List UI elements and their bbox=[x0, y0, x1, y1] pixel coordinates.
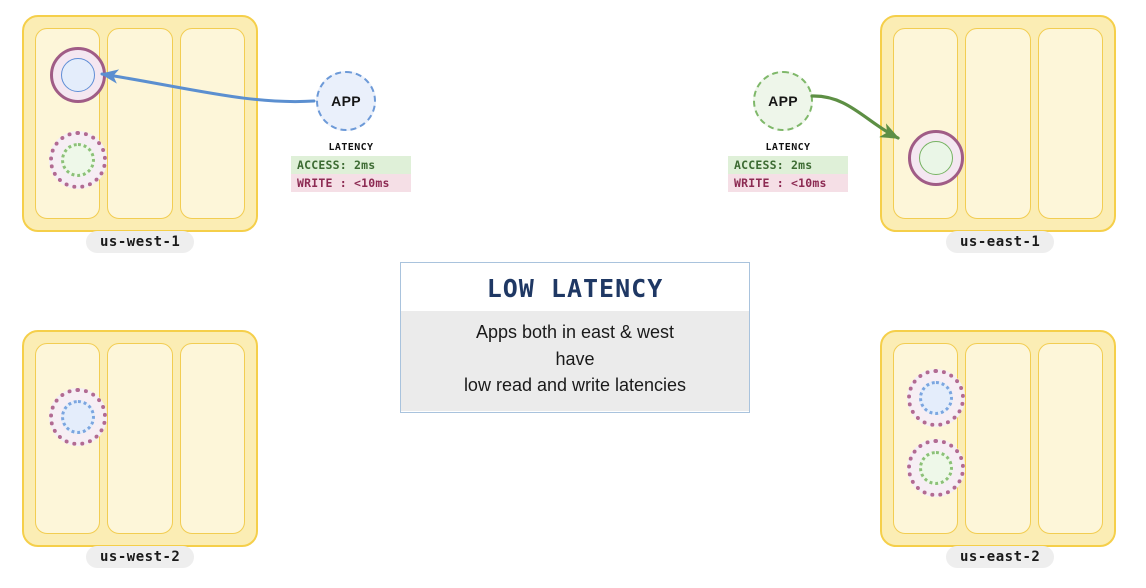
app-node-east[interactable]: APP bbox=[753, 71, 813, 131]
availability-zone-3[interactable] bbox=[179, 28, 245, 219]
replica-inner-green bbox=[919, 451, 953, 485]
app-node-west-label: APP bbox=[331, 93, 361, 109]
replica-inner-green bbox=[919, 141, 953, 175]
replica-inner-blue bbox=[61, 400, 95, 434]
availability-zone-1[interactable] bbox=[893, 28, 964, 219]
replica-secondary-1-us-east-2[interactable] bbox=[907, 369, 965, 427]
availability-zone-1[interactable] bbox=[35, 343, 107, 534]
callout-line-1: Apps both in east & west bbox=[475, 322, 675, 342]
callout-body: Apps both in east & west have low read a… bbox=[401, 311, 749, 411]
app-node-west[interactable]: APP bbox=[316, 71, 376, 131]
availability-zone-3[interactable] bbox=[1037, 28, 1103, 219]
latency-write-east: WRITE : <10ms bbox=[728, 174, 848, 192]
region-us-west-2[interactable] bbox=[22, 330, 258, 547]
replica-inner-green bbox=[61, 143, 95, 177]
callout-heading: LOW LATENCY bbox=[401, 263, 749, 311]
replica-primary-us-west-1[interactable] bbox=[50, 47, 106, 103]
region-label-us-east-2: us-east-2 bbox=[946, 546, 1055, 568]
latency-access-east: ACCESS: 2ms bbox=[728, 156, 848, 174]
replica-primary-us-east-1[interactable] bbox=[908, 130, 964, 186]
region-us-west-1[interactable] bbox=[22, 15, 258, 232]
latency-access-west: ACCESS: 2ms bbox=[291, 156, 411, 174]
region-us-east-2[interactable] bbox=[880, 330, 1116, 547]
availability-zone-2[interactable] bbox=[965, 343, 1031, 534]
callout-line-2: have bbox=[555, 348, 595, 369]
region-us-east-1[interactable] bbox=[880, 15, 1116, 232]
replica-secondary-us-west-1[interactable] bbox=[49, 131, 107, 189]
availability-zone-2[interactable] bbox=[107, 28, 173, 219]
latency-block-west: LATENCY ACCESS: 2ms WRITE : <10ms bbox=[291, 142, 411, 192]
app-node-east-label: APP bbox=[768, 93, 798, 109]
low-latency-callout: LOW LATENCY Apps both in east & west hav… bbox=[400, 262, 750, 413]
availability-zone-1[interactable] bbox=[893, 343, 965, 534]
availability-zone-1[interactable] bbox=[35, 28, 107, 219]
latency-title-east: LATENCY bbox=[765, 142, 811, 153]
availability-zone-3[interactable] bbox=[179, 343, 245, 534]
availability-zone-3[interactable] bbox=[1037, 343, 1103, 534]
replica-inner-blue bbox=[61, 58, 95, 92]
callout-line-3: low read and write latencies bbox=[463, 375, 687, 396]
region-label-us-east-1: us-east-1 bbox=[946, 231, 1055, 253]
replica-secondary-2-us-east-2[interactable] bbox=[907, 439, 965, 497]
latency-write-west: WRITE : <10ms bbox=[291, 174, 411, 192]
latency-block-east: LATENCY ACCESS: 2ms WRITE : <10ms bbox=[728, 142, 848, 192]
replica-secondary-us-west-2[interactable] bbox=[49, 388, 107, 446]
latency-title-west: LATENCY bbox=[328, 142, 374, 153]
replica-inner-blue bbox=[919, 381, 953, 415]
region-label-us-west-1: us-west-1 bbox=[86, 231, 195, 253]
availability-zone-2[interactable] bbox=[107, 343, 173, 534]
region-label-us-west-2: us-west-2 bbox=[86, 546, 195, 568]
availability-zone-2[interactable] bbox=[965, 28, 1031, 219]
